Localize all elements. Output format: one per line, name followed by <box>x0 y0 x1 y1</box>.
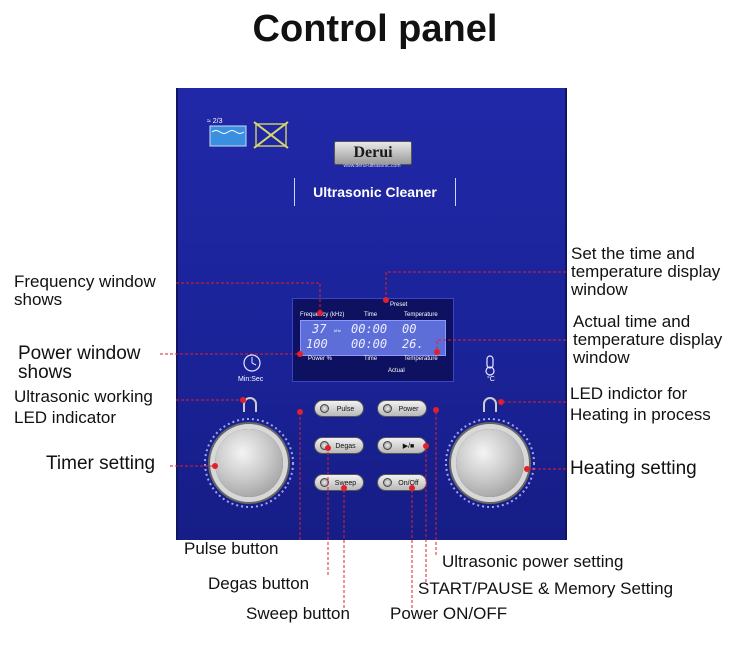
callout-frequency-window-2: shows <box>14 290 63 309</box>
lcd-time-header-preset: Time <box>364 312 378 318</box>
callout-heating-led-1: LED indictor for <box>570 384 688 403</box>
callout-start-pause: START/PAUSE & Memory Setting <box>418 579 674 598</box>
callout-actual-display-1: Actual time and <box>573 312 691 331</box>
water-level-icon <box>209 125 247 147</box>
diagram-title: Control panel <box>252 8 498 50</box>
heating-knob[interactable] <box>456 429 524 497</box>
brand-logo: Derui <box>334 141 412 165</box>
lcd-preset-time: 00:00 <box>351 322 388 336</box>
power-setting-button[interactable]: Power <box>377 400 427 417</box>
clock-icon <box>243 354 261 372</box>
callout-ultrasonic-power: Ultrasonic power setting <box>442 552 624 571</box>
lcd-frequency-unit: kHz <box>334 328 341 333</box>
callout-ultrasonic-led-2: LED indicator <box>14 408 117 427</box>
water-level-mark: ≈ 2/3 <box>207 118 223 125</box>
heating-led-slot <box>483 397 497 412</box>
timer-unit-label: Min:Sec <box>238 376 264 383</box>
lcd-power-header: Power % <box>308 356 333 362</box>
lcd-actual-temp: 26. <box>402 337 424 351</box>
lcd-temperature-header-actual: Temperature <box>404 356 438 362</box>
start-led-icon <box>383 441 392 450</box>
temp-unit-label: °C <box>487 376 495 383</box>
lcd-actual-label: Actual <box>388 368 405 374</box>
lcd-frequency-value: 37 <box>312 322 327 336</box>
callout-pulse-button: Pulse button <box>184 539 279 558</box>
callout-heating-setting: Heating setting <box>570 458 697 479</box>
callout-heating-led-2: Heating in process <box>570 405 711 424</box>
callout-power-window-1: Power window <box>18 343 141 364</box>
callout-ultrasonic-led-1: Ultrasonic working <box>14 387 153 406</box>
callout-preset-display-2: temperature display <box>571 262 721 281</box>
lcd-preset-label: Preset <box>390 302 408 308</box>
lcd-time-header-actual: Time <box>364 356 378 362</box>
product-name: Ultrasonic Cleaner <box>294 178 456 206</box>
power-led-icon <box>383 404 392 413</box>
callout-power-onoff: Power ON/OFF <box>390 604 508 623</box>
lcd-temperature-header-preset: Temperature <box>404 312 438 318</box>
sweep-button[interactable]: Sweep <box>314 474 364 491</box>
brand-url: www.derui-ultrasonic.com <box>343 163 401 169</box>
onoff-led-icon <box>383 478 392 487</box>
callout-frequency-window-1: Frequency window <box>14 272 156 291</box>
timer-knob[interactable] <box>215 429 283 497</box>
callout-actual-display-2: temperature display <box>573 330 723 349</box>
thermometer-icon <box>485 355 495 376</box>
pulse-led-icon <box>320 404 329 413</box>
lcd-power-value: 100 <box>306 337 328 351</box>
callout-preset-display-1: Set the time and <box>571 244 695 263</box>
ultrasonic-led-slot <box>243 397 257 412</box>
lcd-screen <box>300 320 446 356</box>
pulse-button[interactable]: Pulse <box>314 400 364 417</box>
lcd-actual-time: 00:00 <box>351 337 388 351</box>
no-dry-run-icon <box>253 121 289 149</box>
callout-degas-button: Degas button <box>208 574 310 593</box>
callout-power-window-2: shows <box>18 362 72 383</box>
lcd-preset-temp: 00 <box>402 322 417 336</box>
callout-actual-display-3: window <box>573 348 630 367</box>
start-pause-button[interactable]: ▶/■ <box>377 437 427 454</box>
callout-sweep-button: Sweep button <box>246 604 350 623</box>
callout-timer-setting: Timer setting <box>46 453 156 474</box>
callout-preset-display-3: window <box>571 280 628 299</box>
